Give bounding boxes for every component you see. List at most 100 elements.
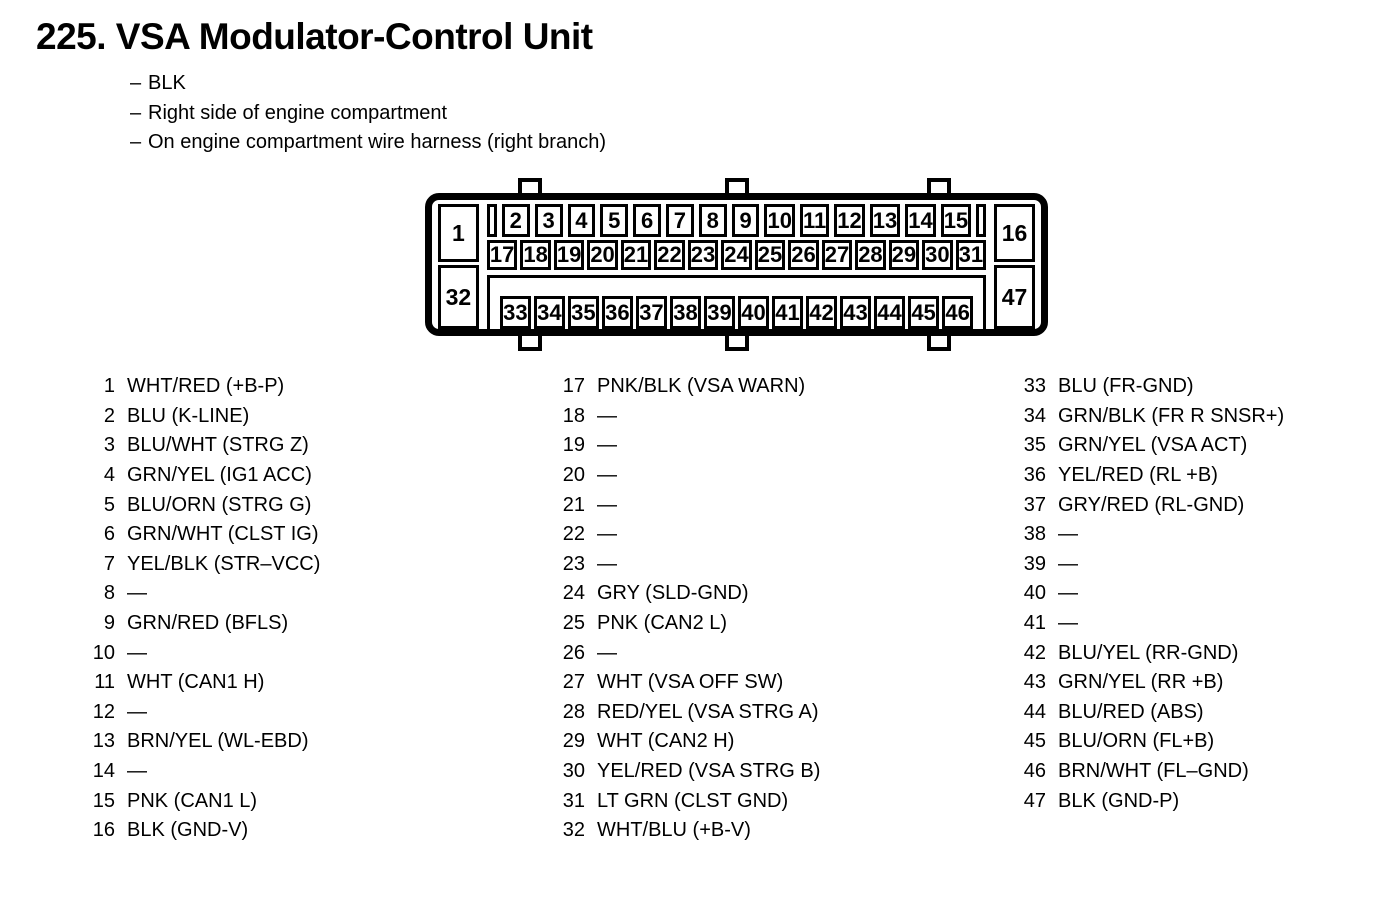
- pin-list-row: 21—: [557, 490, 820, 520]
- pin-description: BLK (GND-P): [1058, 789, 1180, 812]
- pin-description: BLU (FR-GND): [1058, 375, 1194, 398]
- connector-pin-16: 16: [994, 204, 1035, 262]
- connector-pin-45: 45: [908, 296, 940, 329]
- pin-list-row: 47 BLK (GND-P): [1018, 786, 1284, 816]
- pin-list-row: 14—: [87, 757, 320, 787]
- pin-list-row: 41—: [1018, 609, 1284, 639]
- page-title: 225. VSA Modulator-Control Unit: [36, 16, 593, 57]
- connector-pin-19: 19: [553, 240, 585, 270]
- pin-description: WHT (VSA OFF SW): [597, 671, 784, 694]
- pin-description: RED/YEL (VSA STRG A): [597, 700, 819, 723]
- pin-description: —: [597, 464, 617, 487]
- pin-description: BRN/WHT (FL–GND): [1058, 760, 1249, 783]
- pin-description: WHT/RED (+B-P): [127, 375, 285, 398]
- pin-number: 28: [562, 700, 585, 723]
- pin-number: 44: [1023, 700, 1046, 723]
- pin-number: 33: [1023, 375, 1046, 398]
- pin-description: —: [597, 404, 617, 427]
- pin-list-row: 38—: [1018, 520, 1284, 550]
- pin-number: 34: [1023, 404, 1046, 427]
- pin-description: WHT (CAN1 H): [127, 671, 265, 694]
- pin-number: 35: [1023, 434, 1046, 457]
- pin-description: PNK (CAN1 L): [127, 789, 258, 812]
- pin-number: 37: [1023, 493, 1046, 516]
- pin-number: 46: [1023, 760, 1046, 783]
- pin-number: 21: [562, 493, 585, 516]
- note-dash: –: [130, 131, 142, 153]
- pin-list-row: 8—: [87, 579, 320, 609]
- pin-description: GRY (SLD-GND): [597, 582, 749, 605]
- pin-list-row: 7 YEL/BLK (STR–VCC): [87, 550, 321, 580]
- connector-pin-34: 34: [533, 296, 565, 329]
- connector-pin-14: 14: [905, 204, 936, 237]
- pin-number: 19: [562, 434, 585, 457]
- connector-pin-42: 42: [806, 296, 838, 329]
- pin-number: 10: [92, 641, 115, 664]
- connector-tab-bottom-center: [725, 335, 749, 351]
- connector-left-column: 1 32: [438, 204, 479, 329]
- pin-description: BLU/ORN (FL+B): [1058, 730, 1215, 753]
- pin-description: —: [1058, 523, 1078, 546]
- pin-list-row: 20 —: [557, 461, 820, 491]
- pin-number: 22: [562, 523, 585, 546]
- connector-tab-top-right: [927, 178, 951, 194]
- pin-number: 29: [562, 730, 585, 753]
- pin-description: GRN/YEL (IG1 ACC): [127, 464, 312, 487]
- connector-pin-37: 37: [635, 296, 667, 329]
- pin-description: BRN/YEL (WL-EBD): [127, 730, 309, 753]
- pin-list-row: 18—: [557, 402, 820, 432]
- pin-number: 7: [103, 552, 115, 575]
- pin-description: —: [597, 434, 617, 457]
- pin-description: —: [127, 641, 147, 664]
- connector-pin-1: 1: [438, 204, 479, 262]
- connector-pin-38: 38: [669, 296, 701, 329]
- pin-description: BLK (GND-V): [127, 819, 249, 842]
- pin-number: 24: [562, 582, 585, 605]
- connector-pin-4: 4: [567, 204, 596, 237]
- pin-list-row: 26—: [557, 638, 820, 668]
- connector-pin-20: 20: [587, 240, 618, 270]
- connector-pin-24: 24: [721, 240, 752, 270]
- pin-list-row: 45 BLU/ORN (FL+B): [1018, 727, 1284, 757]
- pin-number: 47: [1023, 789, 1046, 812]
- pin-number: 40: [1023, 582, 1046, 605]
- connector-pin-29: 29: [888, 240, 920, 270]
- pin-list-row: 12—: [87, 698, 320, 728]
- pin-number: 1: [103, 375, 115, 398]
- pin-list-row: 29 WHT (CAN2 H): [557, 727, 820, 757]
- connector-pin-15: 15: [940, 204, 972, 237]
- connector-tab-top-left: [518, 178, 542, 194]
- pin-number: 43: [1023, 671, 1046, 694]
- connector-blank-stub-right: [976, 204, 987, 237]
- pin-number: 45: [1023, 730, 1046, 753]
- pin-description: WHT/BLU (+B-V): [597, 819, 751, 842]
- pin-description: —: [127, 582, 147, 605]
- pin-description: YEL/BLK (STR–VCC): [127, 552, 321, 575]
- pin-description: GRN/YEL (RR +B): [1058, 671, 1224, 694]
- pin-number: 20: [562, 464, 585, 487]
- pin-list-row: 39—: [1018, 550, 1284, 580]
- connector-pin-39: 39: [703, 296, 735, 329]
- pin-number: 9: [103, 612, 115, 635]
- pin-list-row: 43 GRN/YEL (RR +B): [1018, 668, 1284, 698]
- pin-list-row: 24 GRY (SLD-GND): [557, 579, 820, 609]
- connector-pin-6: 6: [633, 204, 661, 237]
- pin-number: 36: [1023, 464, 1046, 487]
- pin-description: WHT (CAN2 H): [597, 730, 735, 753]
- pin-description: GRN/YEL (VSA ACT): [1058, 434, 1248, 457]
- connector-blank-stub-left: [486, 204, 497, 237]
